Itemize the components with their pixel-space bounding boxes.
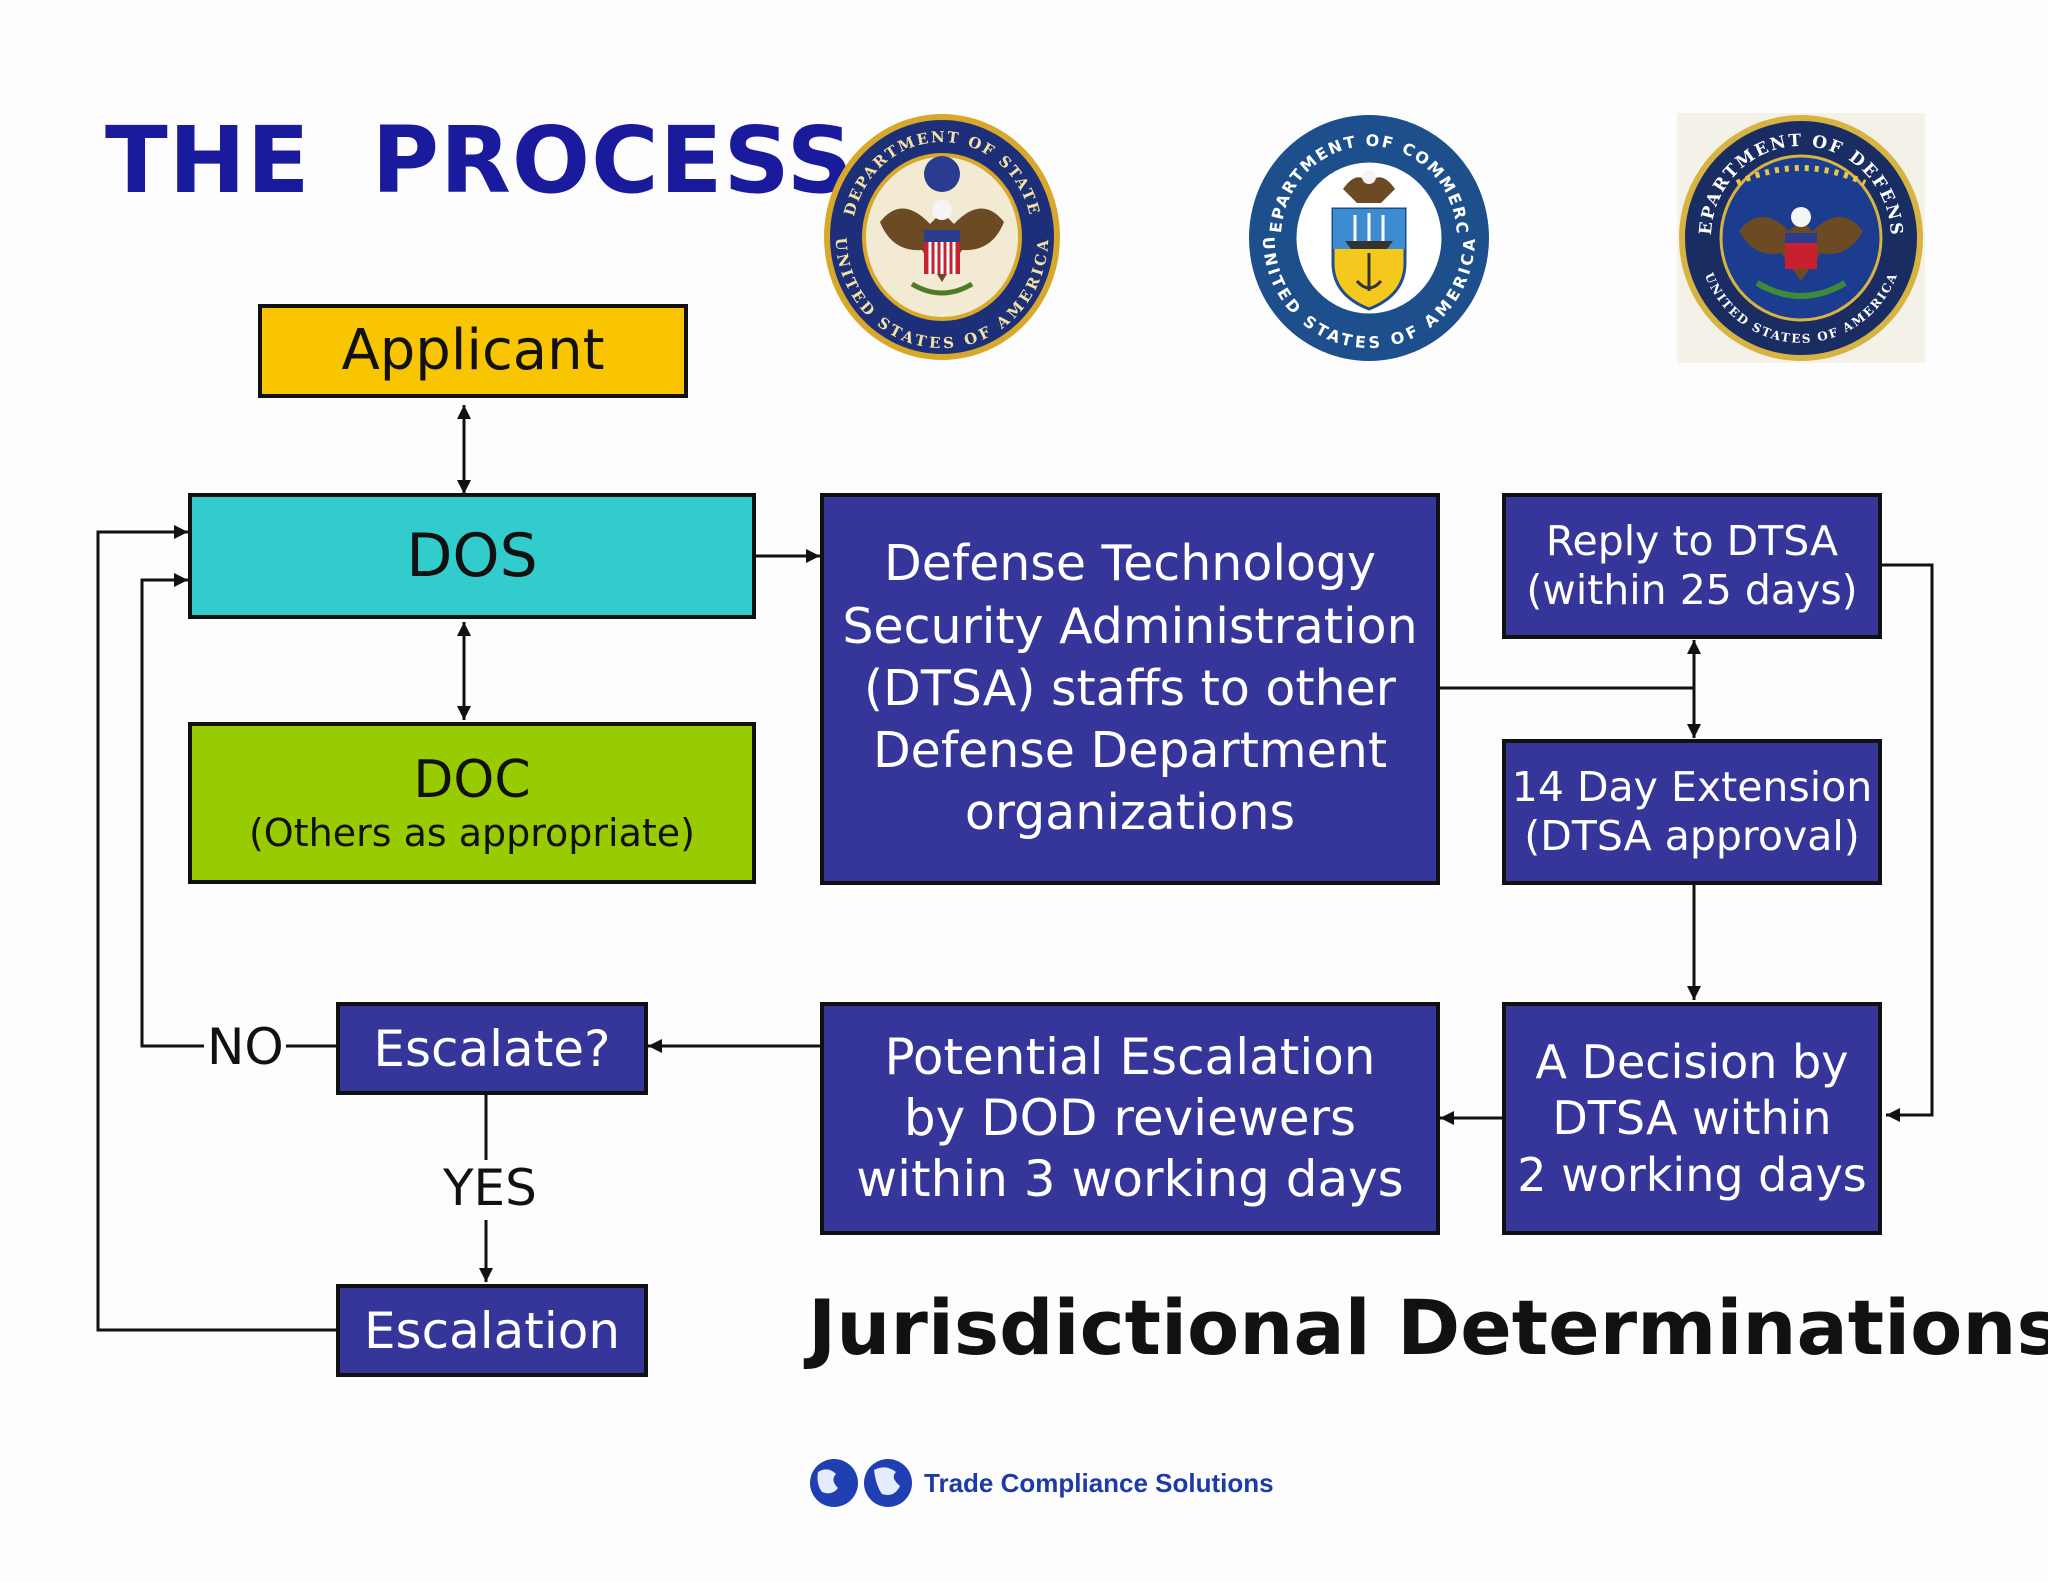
subtitle: Jurisdictional Determinations	[808, 1283, 2048, 1372]
potential-line: by DOD reviewers	[903, 1089, 1357, 1147]
dtsa-line: Security Administration	[842, 597, 1418, 655]
department-of-state-seal: DEPARTMENT OF STATE UNITED STATES OF AME…	[824, 114, 1060, 360]
doc-sublabel: (Others as appropriate)	[248, 811, 696, 856]
globe-icon	[810, 1459, 912, 1507]
reply-box: Reply to DTSA (within 25 days)	[1502, 493, 1882, 639]
page-title: THE PROCESS	[105, 107, 854, 214]
yes-label: YES	[443, 1159, 537, 1217]
doc-label: DOC	[413, 750, 531, 810]
decision-line: A Decision by	[1535, 1035, 1849, 1090]
applicant-label: Applicant	[341, 318, 605, 384]
escalation-box: Escalation	[336, 1284, 648, 1377]
escalation-dos-arrow	[96, 525, 336, 1332]
potential-line: Potential Escalation	[884, 1028, 1376, 1086]
dtsa-line: organizations	[964, 784, 1296, 842]
dtsa-line: (DTSA) staffs to other	[864, 659, 1396, 717]
no-label: NO	[207, 1018, 284, 1076]
no-dos-arrow	[140, 573, 204, 1048]
decision-line: DTSA within	[1552, 1091, 1832, 1146]
department-of-commerce-seal: DEPARTMENT OF COMMERCE UNITED STATES OF …	[1247, 113, 1489, 361]
footer: Trade Compliance Solutions	[808, 1458, 1274, 1508]
dtsa-box: Defense Technology Security Administrati…	[820, 493, 1440, 885]
extension-line: 14 Day Extension	[1511, 762, 1873, 811]
reply-decision-arrow	[1882, 563, 1934, 1122]
escalate-label: Escalate?	[373, 1019, 611, 1078]
doc-box: DOC (Others as appropriate)	[188, 722, 756, 884]
department-of-defense-seal: DEPARTMENT OF DEFENSE UNITED STATES OF A…	[1677, 113, 1925, 363]
applicant-box: Applicant	[258, 304, 688, 398]
potential-line: within 3 working days	[856, 1150, 1404, 1208]
decision-box: A Decision by DTSA within 2 working days	[1502, 1002, 1882, 1235]
potential-escalation-box: Potential Escalation by DOD reviewers wi…	[820, 1002, 1440, 1235]
reply-line: (within 25 days)	[1526, 566, 1858, 614]
decision-line: 2 working days	[1517, 1147, 1867, 1202]
escalate-box: Escalate?	[336, 1002, 648, 1095]
dos-label: DOS	[406, 521, 538, 591]
reply-line: Reply to DTSA	[1545, 516, 1839, 565]
footer-company-name: Trade Compliance Solutions	[924, 1467, 1274, 1498]
dtsa-line: Defense Technology	[883, 535, 1377, 593]
dtsa-line: Defense Department	[872, 722, 1388, 780]
extension-box: 14 Day Extension (DTSA approval)	[1502, 739, 1882, 885]
extension-line: (DTSA approval)	[1524, 812, 1860, 860]
escalation-label: Escalation	[363, 1301, 621, 1360]
dos-box: DOS	[188, 493, 756, 619]
